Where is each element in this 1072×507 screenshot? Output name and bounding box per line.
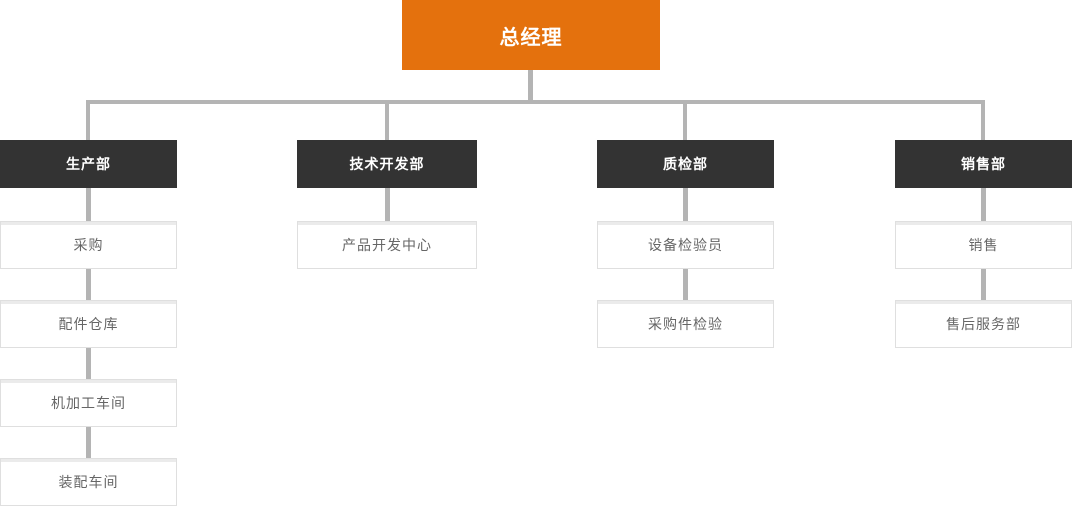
org-node-after-sales-service: 售后服务部 bbox=[895, 300, 1072, 348]
connector-stub bbox=[86, 188, 91, 221]
org-node-purchased-parts-inspection: 采购件检验 bbox=[597, 300, 774, 348]
org-node-dept-sales: 销售部 bbox=[895, 140, 1072, 188]
connector-stub bbox=[86, 269, 91, 300]
connector-horizontal-bar bbox=[86, 100, 983, 104]
org-node-dept-tech-development: 技术开发部 bbox=[297, 140, 477, 188]
org-node-general-manager: 总经理 bbox=[402, 0, 660, 70]
connector-stub bbox=[683, 188, 688, 221]
connector-stub bbox=[385, 188, 390, 221]
connector-root-stem bbox=[528, 70, 533, 101]
org-node-machining-workshop: 机加工车间 bbox=[0, 379, 177, 427]
org-node-product-dev-center: 产品开发中心 bbox=[297, 221, 477, 269]
connector-drop-sales bbox=[981, 100, 985, 140]
org-node-dept-quality-inspection: 质检部 bbox=[597, 140, 774, 188]
connector-stub bbox=[683, 269, 688, 300]
connector-stub bbox=[981, 188, 986, 221]
connector-drop-tech-development bbox=[385, 100, 389, 140]
org-node-dept-production: 生产部 bbox=[0, 140, 177, 188]
connector-stub bbox=[86, 348, 91, 379]
org-node-sales: 销售 bbox=[895, 221, 1072, 269]
org-node-procurement: 采购 bbox=[0, 221, 177, 269]
org-node-assembly-workshop: 装配车间 bbox=[0, 458, 177, 506]
connector-drop-production bbox=[86, 100, 90, 140]
org-node-parts-warehouse: 配件仓库 bbox=[0, 300, 177, 348]
connector-stub bbox=[981, 269, 986, 300]
connector-stub bbox=[86, 427, 91, 458]
connector-drop-quality-inspection bbox=[683, 100, 687, 140]
org-node-equipment-inspector: 设备检验员 bbox=[597, 221, 774, 269]
